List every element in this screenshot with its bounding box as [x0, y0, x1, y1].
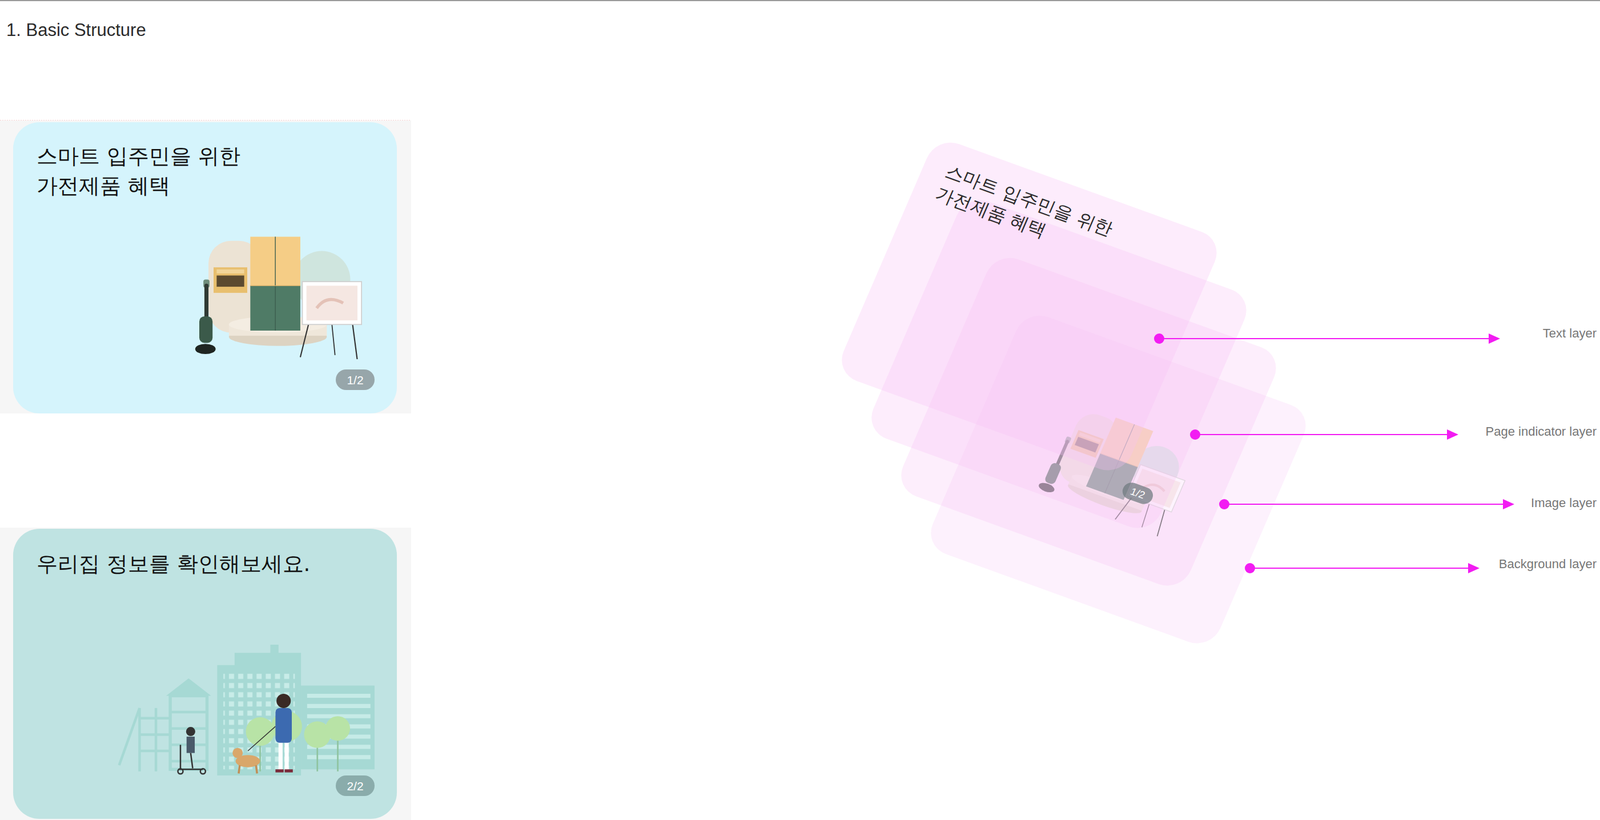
card-background [13, 528, 397, 819]
headline-text: 우리집 정보를 확인해보세요. [36, 549, 380, 580]
leader-line [1224, 503, 1505, 505]
arrowhead [1502, 499, 1515, 510]
appliance-illustration [195, 236, 362, 362]
text-layer-plane [834, 135, 1225, 477]
banner-card: 우리집 정보를 확인해보세요. 2/2 [13, 528, 397, 819]
page-indicator: 1/2 [335, 369, 375, 391]
leader-lines [1154, 333, 1515, 574]
panel-background [0, 120, 412, 414]
callout-label: Text layer [1542, 326, 1597, 341]
panel-background [0, 527, 412, 820]
leader-line [1159, 338, 1491, 340]
layer-stack [834, 135, 1314, 650]
page-number: 1/2 [346, 372, 364, 388]
callout-label: Page indicator layer [1485, 424, 1597, 440]
arrowhead [1468, 563, 1480, 574]
headline-text: 스마트 입주민을 위한 가전제품 혜택 [36, 141, 283, 201]
page-indicator: 2/2 [335, 775, 375, 797]
top-rule [0, 0, 1600, 2]
callout-label: Image layer [1530, 495, 1597, 511]
arrowhead [1446, 429, 1459, 440]
leader-line [1195, 433, 1449, 436]
arrowhead [1488, 333, 1501, 344]
card-background [13, 122, 397, 414]
text-layer: 스마트 입주민을 위한 가전제품 혜택 [834, 135, 1225, 477]
page-number: 1/2 [1128, 485, 1147, 502]
banner-card: 스마트 입주민을 위한 가전제품 혜택 1/2 [13, 122, 397, 414]
diagram-title: 1. Basic Structure [6, 19, 147, 42]
page-number: 2/2 [346, 778, 364, 794]
city-illustration [119, 644, 375, 776]
callout-label: Background layer [1498, 556, 1597, 572]
page-indicator: 1/2 [1119, 480, 1156, 507]
headline-text: 스마트 입주민을 위한 가전제품 혜택 [931, 159, 1155, 277]
leader-line [1249, 567, 1470, 569]
